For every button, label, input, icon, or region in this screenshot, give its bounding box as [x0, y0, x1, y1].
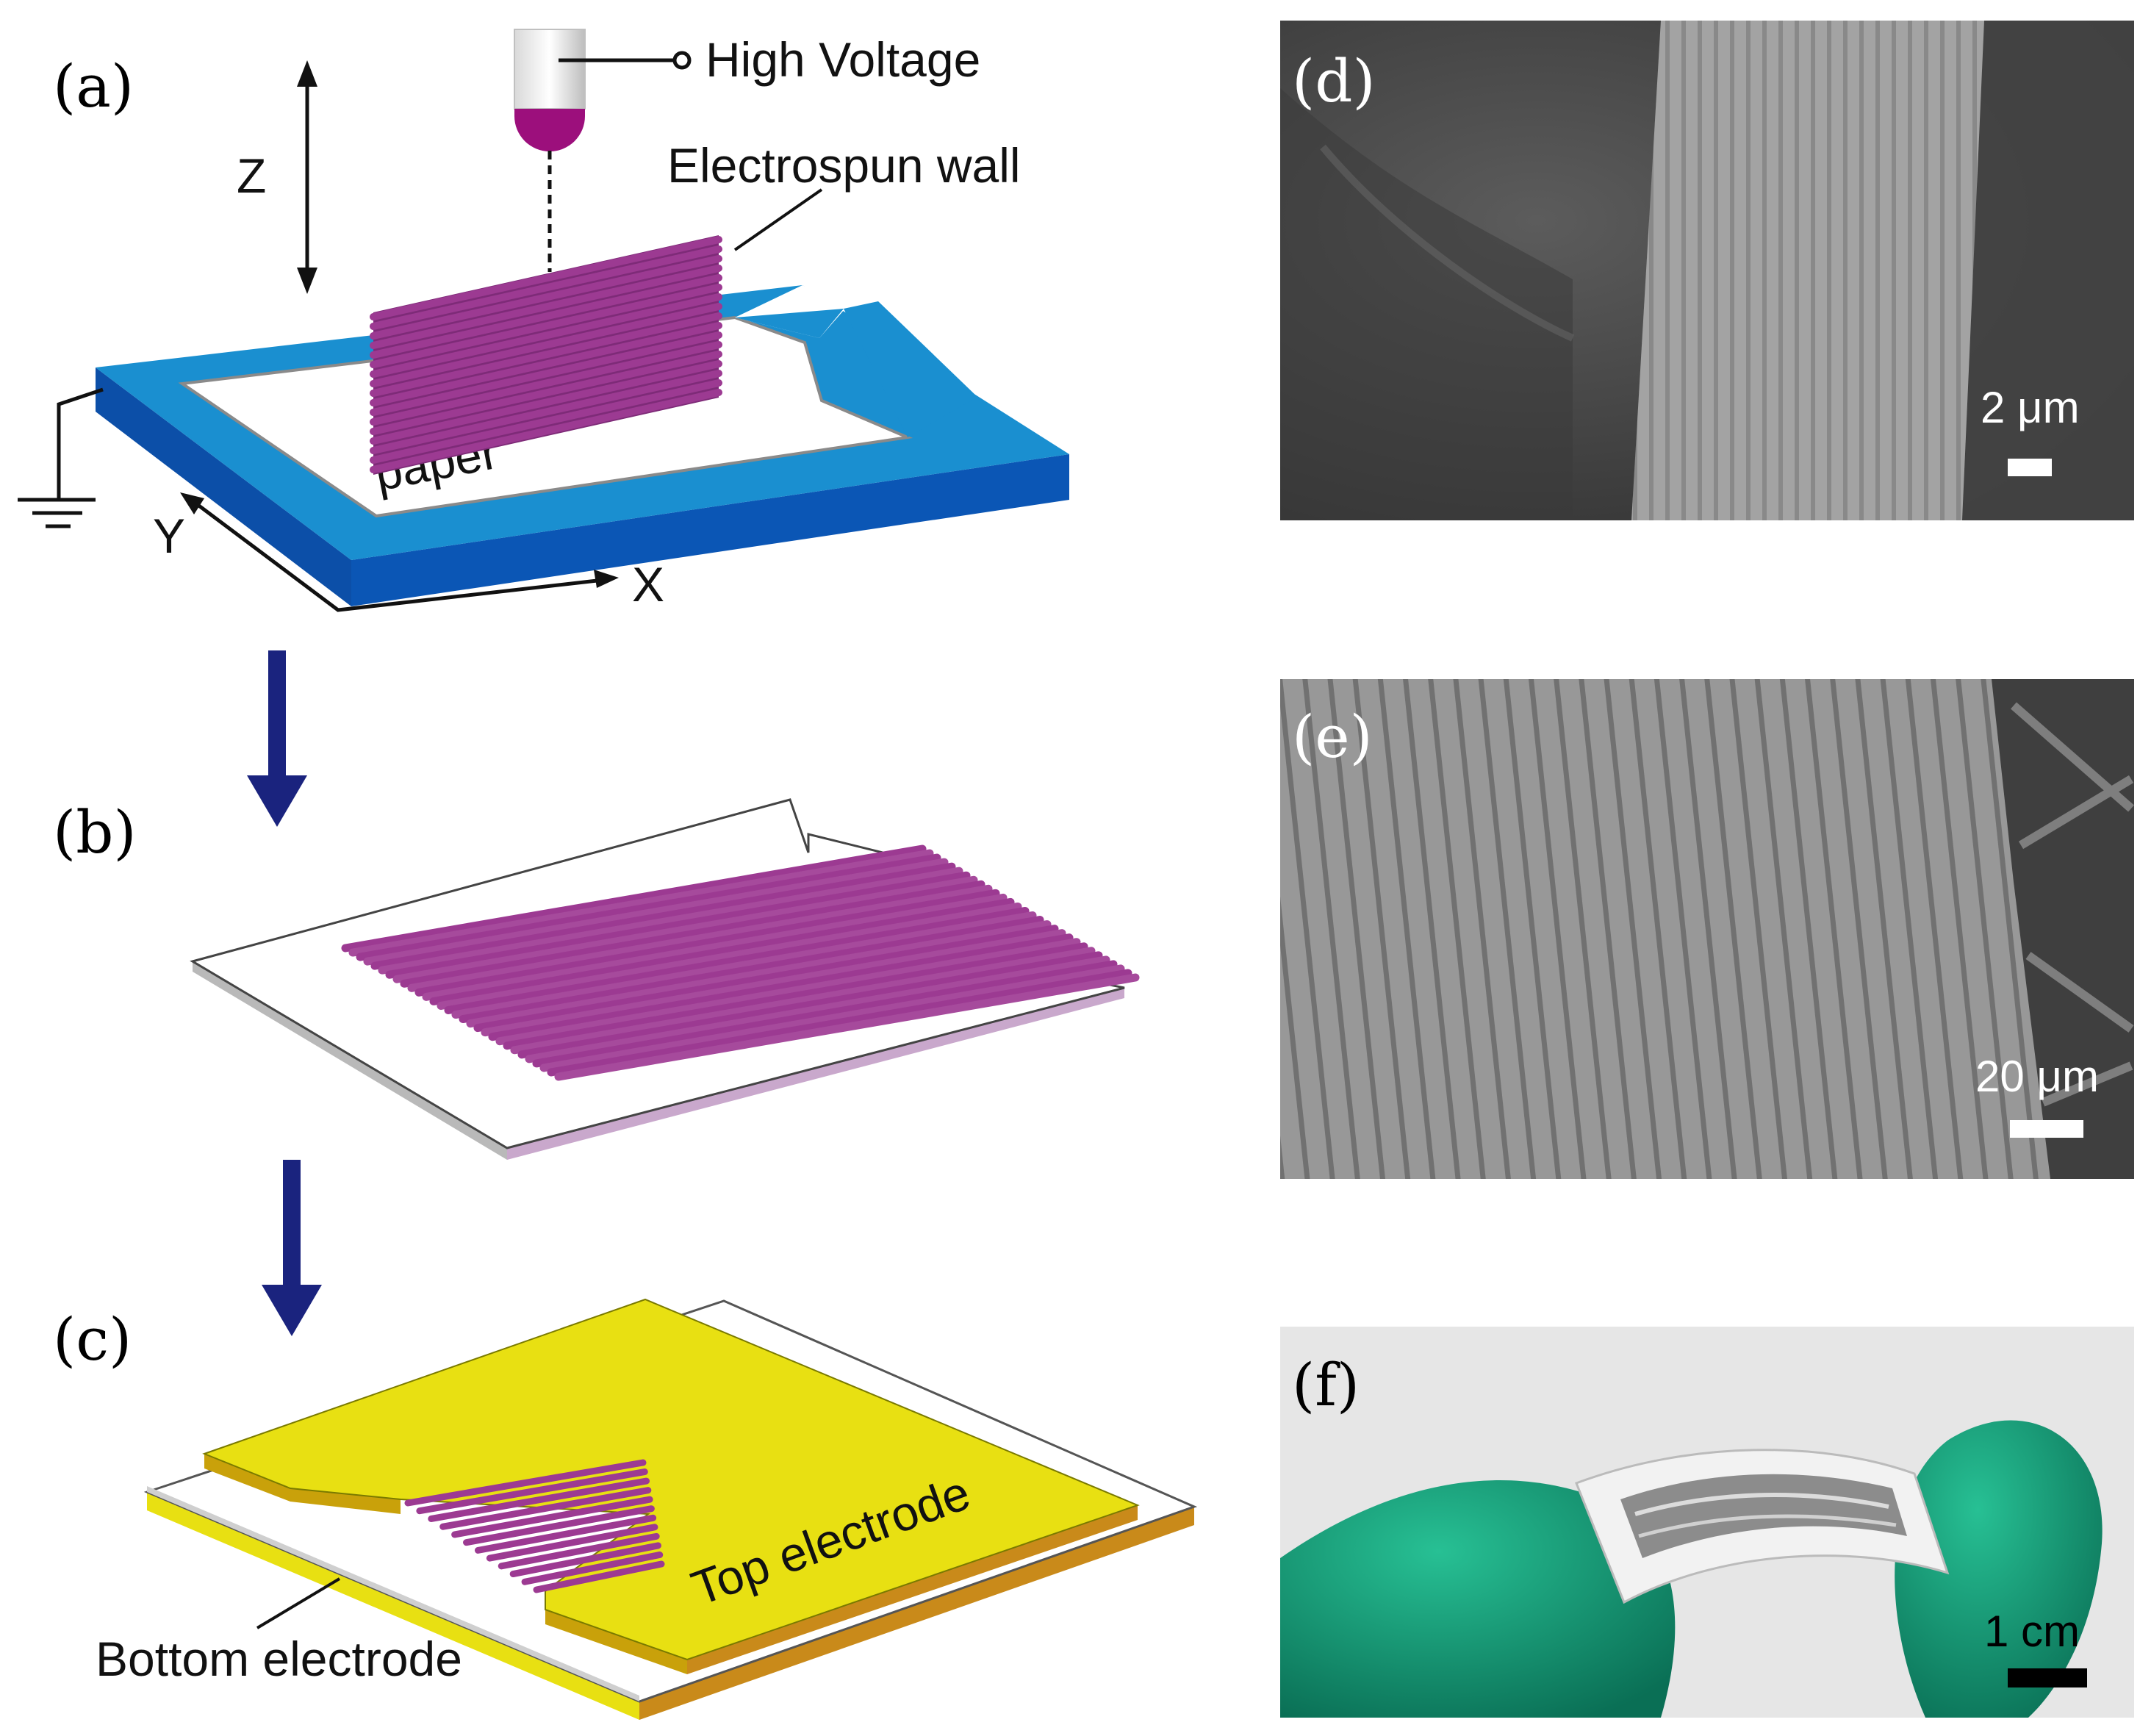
bottom-electrode-leader: [256, 1577, 341, 1629]
ground-icon: [18, 387, 104, 528]
fiber-mat: [341, 844, 1140, 1081]
scale-bar-d-label: 2 μm: [1981, 383, 2080, 432]
sem-image-e: [1280, 679, 2134, 1179]
scale-bar-d: [2008, 459, 2052, 476]
nozzle-icon: [514, 29, 586, 151]
axis-y-label: Y: [153, 509, 185, 563]
panel-b: (b): [53, 798, 1140, 1160]
glove-right: [1895, 1420, 2103, 1718]
electrospun-wall: [370, 235, 722, 475]
panel-e-letter: (e): [1292, 703, 1373, 771]
panel-d: (d) 2 μm: [1280, 21, 2134, 520]
panel-a-letter: (a): [53, 52, 134, 121]
xy-axes: [180, 492, 619, 612]
z-axis-arrow: [297, 60, 317, 294]
down-arrow-icon: [262, 1160, 322, 1336]
panel-f-letter: (f): [1292, 1351, 1360, 1419]
scale-bar-f: [2008, 1668, 2087, 1687]
axis-x-label: X: [632, 557, 664, 611]
panel-d-letter: (d): [1292, 47, 1376, 115]
scale-bar-e: [2010, 1120, 2083, 1138]
panel-f: (f) 1 cm: [1280, 1327, 2134, 1718]
paper-edge-e: [1992, 679, 2134, 1179]
electrospun-wall-leader: [733, 188, 823, 251]
bottom-electrode-label: Bottom electrode: [96, 1632, 462, 1686]
panel-e: (e) 20 μm: [1280, 679, 2134, 1179]
top-electrode: [202, 1298, 1140, 1674]
fiber-mat-exposed: [404, 1459, 665, 1593]
glove-left: [1280, 1480, 1676, 1718]
panel-a: (a) Z paper: [18, 29, 1069, 612]
panel-c-letter: (c): [53, 1305, 132, 1374]
down-arrow-icon: [247, 650, 307, 827]
scale-bar-e-label: 20 μm: [1975, 1052, 2099, 1101]
fiber-wall-d: [1631, 21, 1984, 520]
panel-b-letter: (b): [53, 798, 137, 867]
scale-bar-f-label: 1 cm: [1984, 1607, 2080, 1656]
axis-z-label: Z: [237, 148, 266, 203]
panel-c: (c) Top electrode Bottom electrode: [53, 1298, 1198, 1720]
electrospun-wall-label: Electrospun wall: [667, 138, 1021, 193]
high-voltage-lead: [559, 51, 692, 70]
high-voltage-label: High Voltage: [705, 32, 980, 87]
